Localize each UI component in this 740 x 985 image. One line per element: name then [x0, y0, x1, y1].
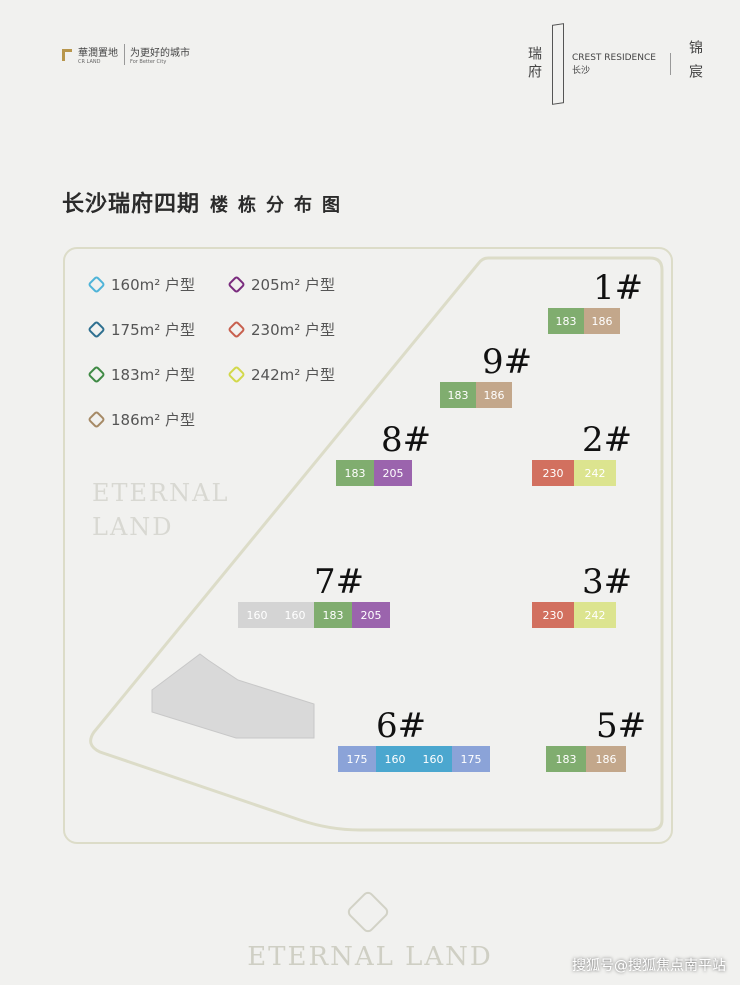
logo-mark-icon: [62, 48, 72, 61]
legend-item-183: 183m² 户型: [87, 364, 230, 385]
unit-block: 186: [584, 308, 620, 334]
unit-block: 205: [352, 602, 390, 628]
legend-item-160: 160m² 户型: [87, 274, 230, 295]
credit-text: 搜狐号@搜狐焦点南平站: [572, 958, 726, 974]
building-number: 5#: [596, 706, 647, 746]
unit-block: 230: [532, 460, 574, 486]
slogan-en: For Better City: [130, 59, 167, 65]
unit-block: 230: [532, 602, 574, 628]
unit-block: 205: [374, 460, 412, 486]
crest-residence-logo: 瑞府 CREST RESIDENCE 长沙 锦宸: [524, 23, 705, 105]
building-number: 9#: [482, 342, 533, 382]
unit-block: 183: [314, 602, 352, 628]
page-subtitle: 楼栋分布图: [210, 195, 351, 216]
unit-block: 160: [276, 602, 314, 628]
unit-block: 175: [452, 746, 490, 772]
building-number: 2#: [582, 420, 633, 460]
building-number: 6#: [376, 706, 427, 746]
unit-block: 186: [586, 746, 626, 772]
project-en: CREST RESIDENCE: [572, 52, 656, 63]
building-number: 3#: [582, 562, 633, 602]
building-number: 1#: [593, 268, 644, 308]
legend: 160m² 户型 205m² 户型 175m² 户型 230m² 户型 183m…: [87, 274, 370, 430]
slogan: 为更好的城市: [130, 48, 190, 59]
unit-block: 175: [338, 746, 376, 772]
legend-item-242: 242m² 户型: [227, 364, 370, 385]
project-name: 瑞府: [526, 46, 542, 82]
developer-en: CR LAND: [78, 59, 101, 65]
diamond-icon: [227, 275, 246, 294]
watermark: ETERNAL LAND: [92, 479, 230, 541]
building-number: 7#: [314, 562, 365, 602]
site-frame: [63, 247, 673, 844]
legend-item-186: 186m² 户型: [87, 409, 230, 430]
unit-block: 242: [574, 602, 616, 628]
unit-block: 160: [238, 602, 276, 628]
diamond-icon: [87, 320, 106, 339]
diamond-icon: [227, 320, 246, 339]
unit-block: 183: [548, 308, 584, 334]
diamond-icon: [87, 365, 106, 384]
unit-block: 160: [414, 746, 452, 772]
legend-item-230: 230m² 户型: [227, 319, 370, 340]
city: 长沙: [572, 65, 591, 76]
legend-item-175: 175m² 户型: [87, 319, 230, 340]
existing-building: [151, 653, 315, 739]
diamond-icon: [87, 410, 106, 429]
legend-item-205: 205m² 户型: [227, 274, 370, 295]
series-name: 锦宸: [686, 40, 703, 88]
unit-block: 183: [440, 382, 476, 408]
building-number: 8#: [381, 420, 432, 460]
unit-block: 160: [376, 746, 414, 772]
unit-block: 186: [476, 382, 512, 408]
page-title: 长沙瑞府四期楼栋分布图: [62, 192, 351, 217]
unit-block: 242: [574, 460, 616, 486]
unit-block: 183: [546, 746, 586, 772]
footer-brand: ETERNAL LAND: [247, 942, 493, 972]
developer-name: 華潤置地: [78, 48, 118, 59]
unit-block: 183: [336, 460, 374, 486]
diamond-icon: [227, 365, 246, 384]
diamond-icon: [87, 275, 106, 294]
